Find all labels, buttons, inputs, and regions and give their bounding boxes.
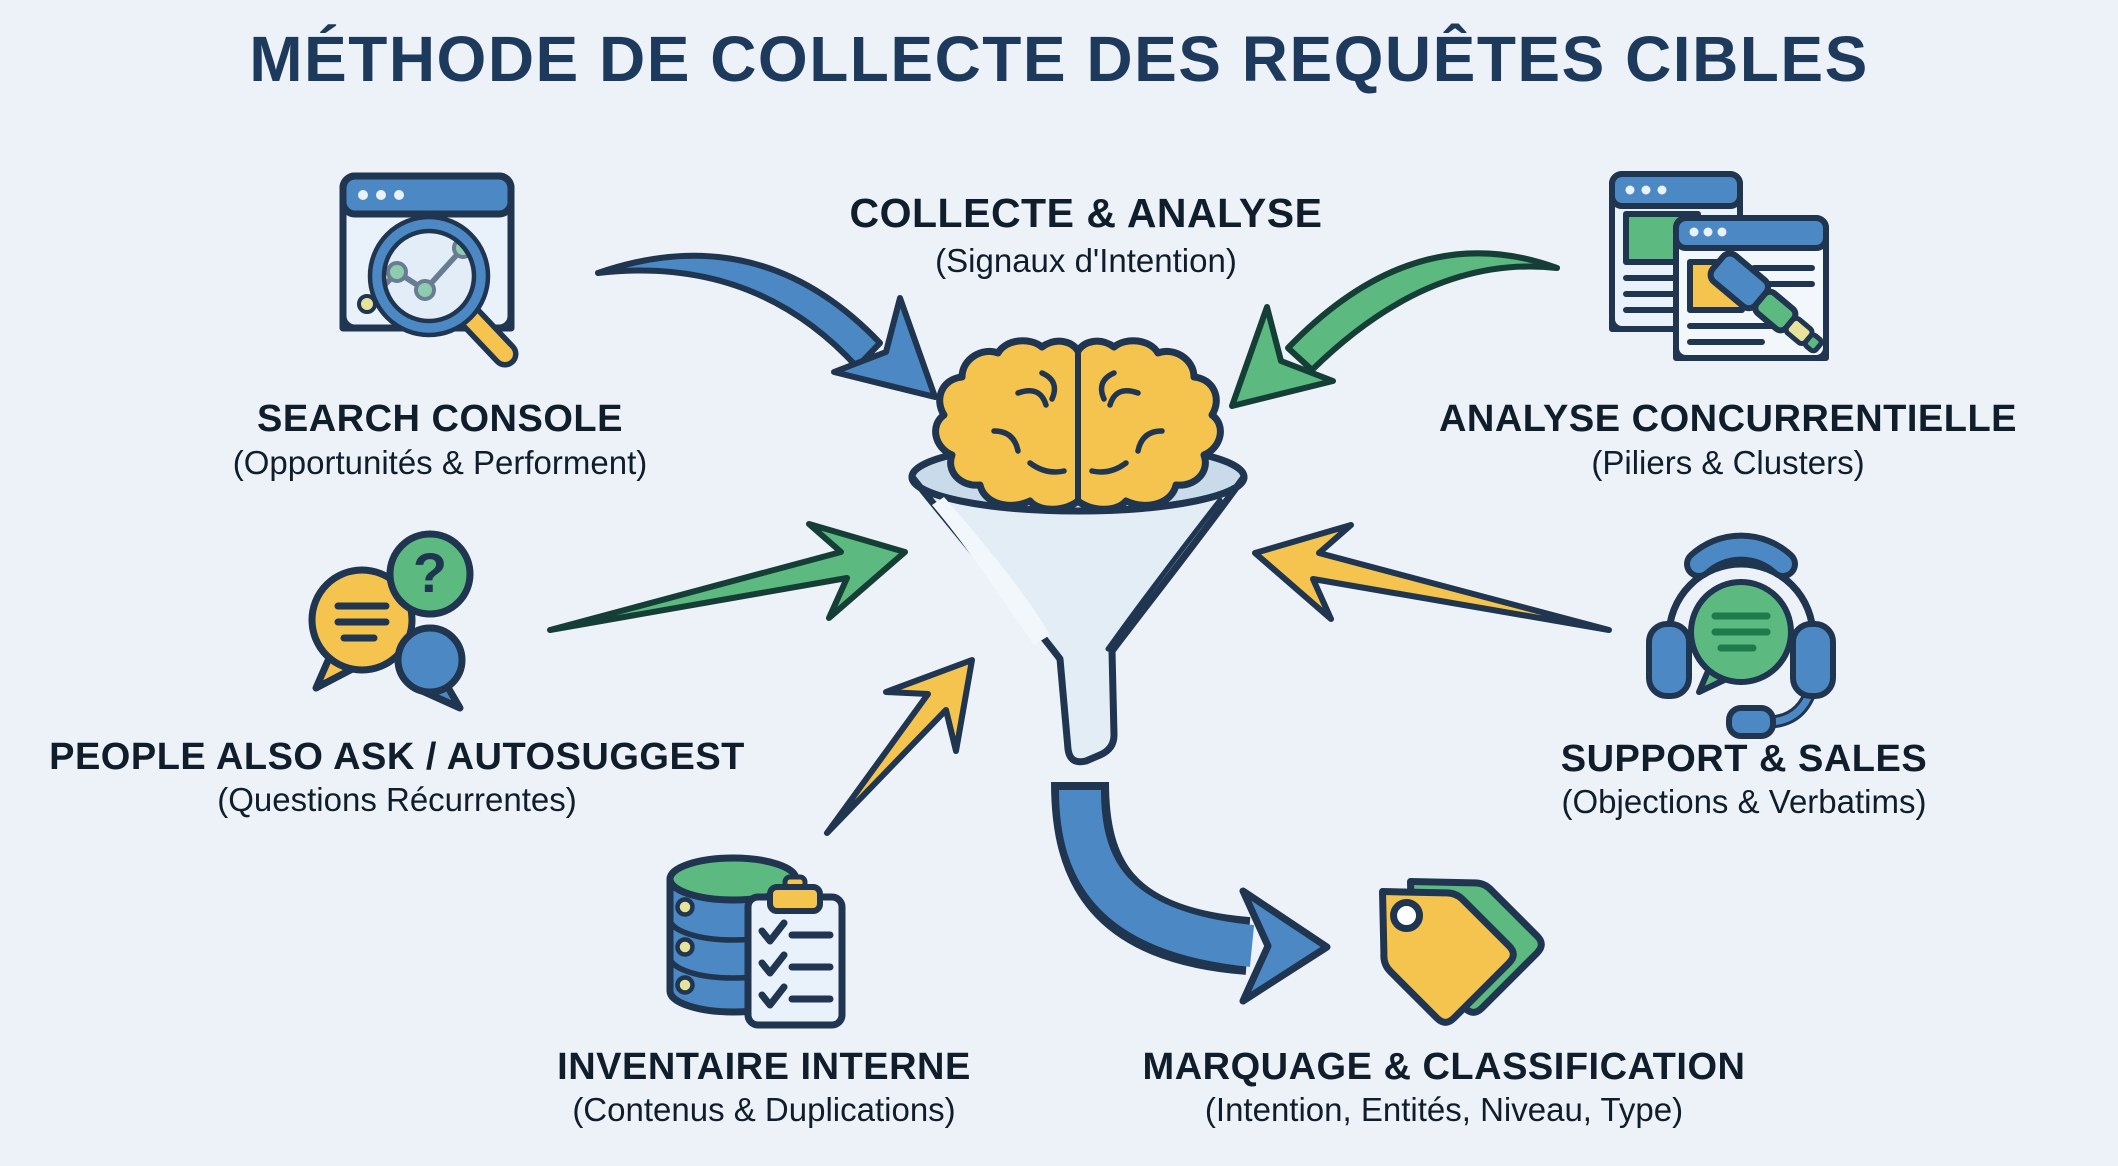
arrow-blue-in-icon	[595, 252, 938, 400]
browser-magnifier-chart-icon	[339, 172, 519, 368]
node-sublabel-people-also-ask: (Questions Récurrentes)	[217, 781, 577, 818]
telescope-icon	[1707, 250, 1824, 354]
node-sublabel-search-console: (Opportunités & Performent)	[232, 444, 648, 481]
node-sublabel-marquage-classification: (Intention, Entités, Niveau, Type)	[1204, 1091, 1684, 1128]
node-label-marquage-classification: MARQUAGE & CLASSIFICATION	[1142, 1046, 1746, 1088]
page-title: MÉTHODE DE COLLECTE DES REQUÊTES CIBLES	[249, 23, 1869, 95]
question-mark-glyph: ?	[413, 541, 447, 604]
funnel-inner-edge	[1105, 497, 1223, 652]
funnel-body	[908, 473, 1248, 766]
database-checklist-icon	[666, 854, 846, 1029]
funnel-highlight	[932, 497, 1050, 645]
arrow-green-straight-icon	[547, 521, 908, 633]
node-sublabel-inventaire-interne: (Contenus & Duplications)	[572, 1091, 956, 1128]
node-sublabel-analyse-concurrentielle: (Piliers & Clusters)	[1591, 444, 1865, 481]
arrow-blue-out-icon	[1051, 781, 1331, 1005]
node-label-analyse-concurrentielle: ANALYSE CONCURRENTIELLE	[1438, 398, 2018, 440]
arrow-yellow-diagonal-icon	[824, 657, 975, 836]
node-label-inventaire-interne: INVENTAIRE INTERNE	[557, 1046, 971, 1088]
node-label-support-sales: SUPPORT & SALES	[1560, 738, 1928, 780]
browser-windows-telescope-icon	[1609, 171, 1829, 361]
arrow-yellow-straight-icon	[1252, 522, 1612, 633]
node-sublabel-support-sales: (Objections & Verbatims)	[1561, 783, 1927, 820]
headset-chat-icon	[1646, 532, 1836, 739]
node-label-people-also-ask: PEOPLE ALSO ASK / AUTOSUGGEST	[49, 736, 745, 778]
center-label: COLLECTE & ANALYSE	[849, 190, 1323, 236]
center-sublabel: (Signaux d'Intention)	[935, 242, 1237, 279]
node-label-search-console: SEARCH CONSOLE	[257, 398, 623, 440]
speech-bubbles-question-icon: ?	[308, 530, 474, 712]
brain-icon	[932, 337, 1224, 513]
price-tags-icon	[1379, 878, 1545, 1026]
arrow-green-in-icon	[1229, 250, 1560, 409]
brain-funnel-icon	[908, 337, 1248, 766]
